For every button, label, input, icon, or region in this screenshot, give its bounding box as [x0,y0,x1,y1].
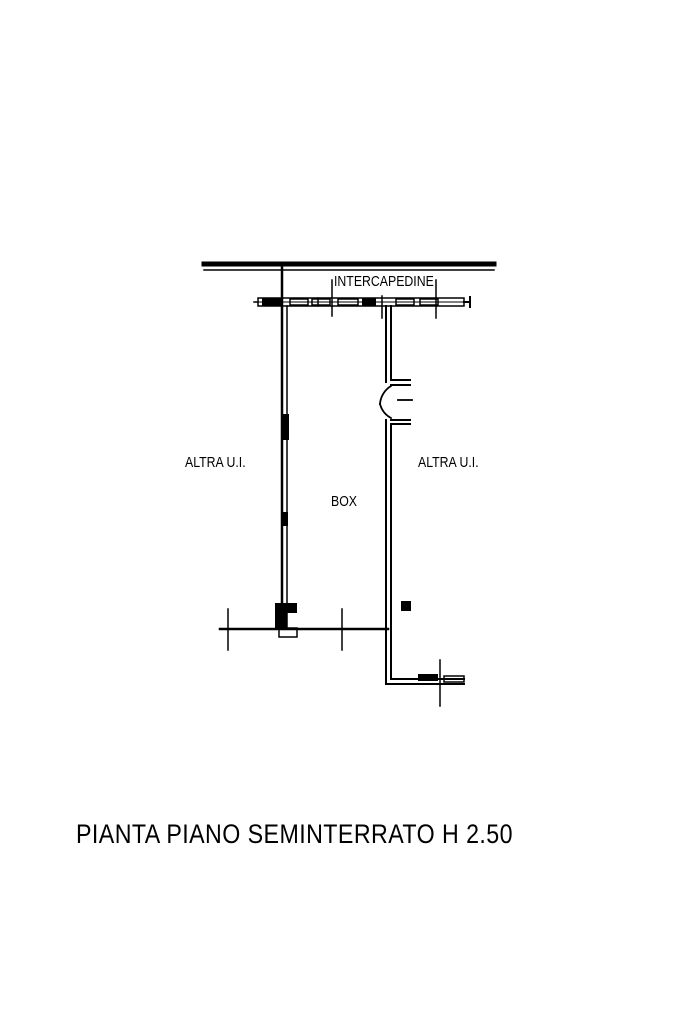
left-wall [280,264,289,630]
right-wall [385,305,411,629]
door-swing [378,384,413,420]
band-ticks [317,279,437,319]
label-left-unit: ALTRA U.I. [185,454,246,471]
label-right-unit: ALTRA U.I. [418,454,479,471]
plan-title: PIANTA PIANO SEMINTERRATO H 2.50 [76,819,513,849]
bottom-wall [218,603,390,651]
bottom-right-corridor [385,627,465,707]
label-intercapedine: INTERCAPEDINE [334,273,434,290]
top-boundary-wall [201,261,497,271]
label-box: BOX [331,493,357,510]
intercapedine-wall-band [253,296,471,308]
